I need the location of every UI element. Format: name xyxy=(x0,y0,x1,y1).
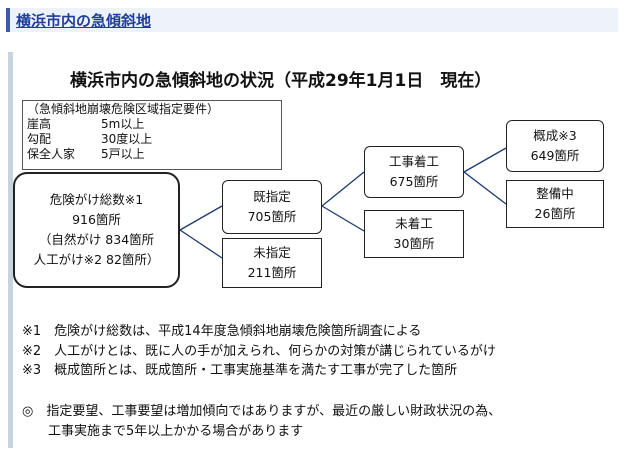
undesignated-label: 未指定 xyxy=(253,245,291,260)
footnote: ※3 概成箇所とは、既成箇所・工事実施基準を満たす工事が完了した箇所 xyxy=(22,363,458,378)
completed-box: 概成※3 649箇所 xyxy=(506,120,604,172)
natural-cliffs: （自然がけ 834箇所 xyxy=(38,232,155,247)
requirement-label: 勾配 xyxy=(27,132,52,146)
requirement-row: 崖高 5m以上 xyxy=(27,117,277,132)
connector-line xyxy=(179,229,223,259)
in-progress-value: 26箇所 xyxy=(534,206,576,221)
footnote: ※1 危険がけ総数は、平成14年度急傾斜地崩壊危険箇所調査による xyxy=(22,324,422,339)
requirement-value: 5m以上 xyxy=(101,117,145,131)
designated-label: 既指定 xyxy=(253,189,291,204)
footnotes: ※1 危険がけ総数は、平成14年度急傾斜地崩壊危険箇所調査による ※2 人工がけ… xyxy=(22,322,496,381)
total-value: 916箇所 xyxy=(72,212,121,227)
requirement-value: 5戸以上 xyxy=(101,147,145,161)
requirements-header: （急傾斜地崩壊危険区域指定要件） xyxy=(27,102,220,116)
requirement-row: 保全人家 5戸以上 xyxy=(27,147,277,162)
requirements-box: （急傾斜地崩壊危険区域指定要件） 崖高 5m以上 勾配 30度以上 保全人家 5… xyxy=(22,100,282,170)
remark-line: 工事実施まで5年以上かかる場合があります xyxy=(22,423,304,439)
page-heading-text[interactable]: 横浜市内の急傾斜地 xyxy=(16,12,152,30)
not-started-box: 未着工 30箇所 xyxy=(364,210,464,258)
requirement-label: 崖高 xyxy=(27,117,52,131)
designated-box: 既指定 705箇所 xyxy=(222,180,322,234)
remark-line: ◎ 指定要望、工事要望は増加傾向ではありますが、最近の厳しい財政状況の為、 xyxy=(22,404,502,419)
in-progress-box: 整備中 26箇所 xyxy=(506,180,604,228)
completed-label: 概成※3 xyxy=(533,128,577,143)
construction-started-box: 工事着工 675箇所 xyxy=(364,146,464,198)
in-progress-label: 整備中 xyxy=(536,186,574,201)
construction-started-value: 675箇所 xyxy=(389,174,439,189)
footnote: ※2 人工がけとは、既に人の手が加えられ、何らかの対策が講じられているがけ xyxy=(22,343,496,359)
completed-value: 649箇所 xyxy=(530,148,580,163)
connector-line xyxy=(321,205,365,232)
not-started-value: 30箇所 xyxy=(393,236,435,251)
remark: ◎ 指定要望、工事要望は増加傾向ではありますが、最近の厳しい財政状況の為、 工事… xyxy=(22,402,501,441)
diagram-title: 横浜市内の急傾斜地の状況（平成29年1月1日 現在） xyxy=(70,71,492,91)
not-started-label: 未着工 xyxy=(395,216,433,231)
connector-line xyxy=(463,171,507,205)
designated-value: 705箇所 xyxy=(247,209,297,224)
connector-line xyxy=(321,171,365,207)
undesignated-box: 未指定 211箇所 xyxy=(222,238,322,288)
requirement-row: 勾配 30度以上 xyxy=(27,132,277,147)
connector-line xyxy=(463,147,507,173)
requirement-label: 保全人家 xyxy=(27,147,76,161)
requirement-value: 30度以上 xyxy=(101,132,153,146)
total-cliffs-box: 危険がけ総数※1 916箇所 （自然がけ 834箇所 人工がけ※2 82箇所） xyxy=(13,172,180,288)
page-heading: 横浜市内の急傾斜地 xyxy=(6,8,618,32)
connector-line xyxy=(179,205,223,231)
construction-started-label: 工事着工 xyxy=(388,154,439,169)
undesignated-value: 211箇所 xyxy=(247,265,297,280)
total-label: 危険がけ総数※1 xyxy=(49,192,144,207)
artificial-cliffs: 人工がけ※2 82箇所） xyxy=(33,252,160,267)
